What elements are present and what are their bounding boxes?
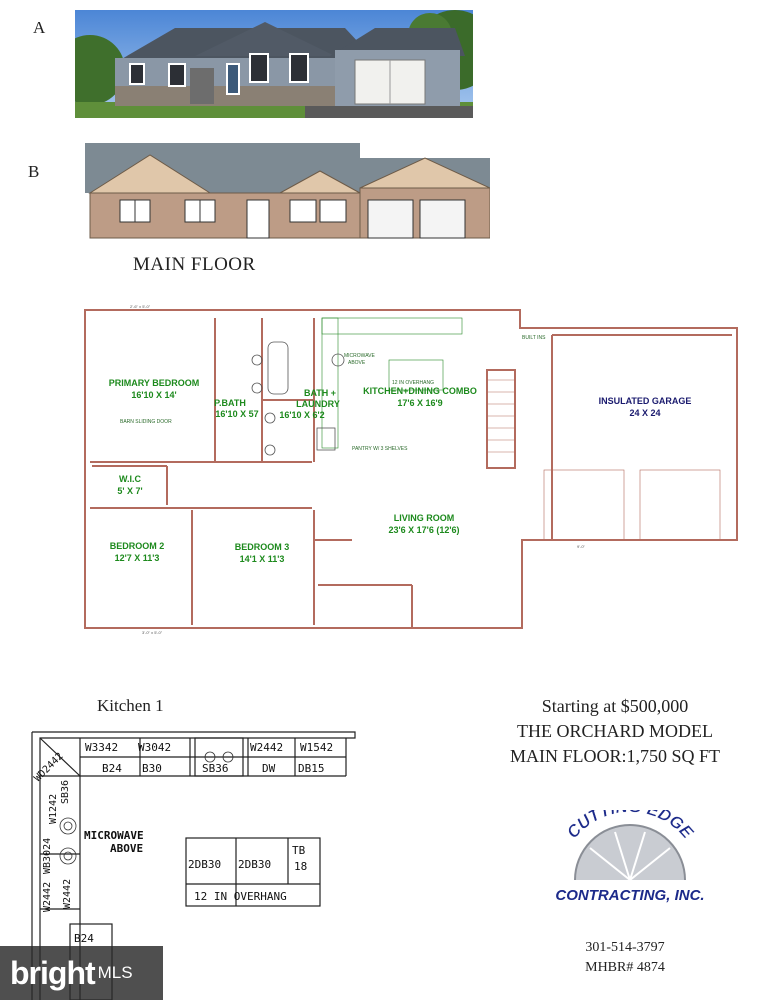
k1-upper-2: W2442	[250, 741, 283, 754]
kitchen1-title: Kitchen 1	[97, 696, 164, 715]
k1-island-1: 2DB30	[238, 858, 271, 871]
k1-overhang: 12 IN OVERHANG	[194, 890, 287, 903]
room-primary-bedroom-size: 16'10 X 14'	[131, 390, 176, 400]
room-wic: W.I.C	[119, 474, 141, 484]
k1-base-0: B24	[102, 762, 122, 775]
room-wic-size: 5' X 7'	[117, 486, 142, 496]
room-bedroom2-size: 12'7 X 11'3	[115, 553, 160, 563]
phone-number: 301-514-3797	[585, 940, 665, 955]
k1-upper-3: W1542	[300, 741, 333, 754]
front-elevation	[85, 143, 491, 243]
note-microwave: MICROWAVE	[344, 353, 375, 359]
k1-microwave: MICROWAVE	[84, 829, 144, 842]
room-garage: INSULATED GARAGE	[599, 396, 692, 406]
k1-island-0: 2DB30	[188, 858, 221, 871]
k1-above: ABOVE	[110, 842, 143, 855]
note-barn-door: BARN SLIDING DOOR	[120, 419, 172, 425]
k1-island-2: TB	[292, 844, 306, 857]
k1-bottom-tag: B24	[74, 932, 94, 945]
main-floor-title: MAIN FLOOR	[133, 254, 256, 275]
room-bedroom2: BEDROOM 2	[110, 541, 165, 551]
k1-side-1: W1242	[48, 794, 59, 824]
k1-base-4: DB15	[298, 762, 325, 775]
label-b: B	[28, 162, 40, 181]
logo-line2: CONTRACTING, INC.	[555, 887, 704, 904]
room-pbath: P.BATH	[214, 398, 246, 408]
room-living: LIVING ROOM	[394, 513, 455, 523]
floor-plan: PRIMARY BEDROOM 16'10 X 14' P.BATH 16'10…	[82, 300, 742, 640]
note-pantry: PANTRY W/ 3 SHELVES	[352, 446, 408, 452]
price-text: Starting at $500,000	[541, 696, 689, 716]
note-dims-bottom: 3'-0" x 5'-0"	[142, 630, 163, 635]
k1-side-2: WB3024	[42, 838, 53, 874]
watermark-brand: bright	[10, 954, 96, 991]
note-above: ABOVE	[348, 360, 366, 366]
kitchen1-drawing: W3342 W3042 W2442 W1542 B24 B30 SB36 DW …	[20, 724, 360, 1001]
k1-island-3: 18	[294, 860, 307, 873]
sqft-text: MAIN FLOOR:1,750 SQ FT	[509, 746, 721, 766]
company-logo: CUTTING EDGE CONTRACTING, INC.	[545, 797, 715, 920]
k1-upper-1: W3042	[138, 741, 171, 754]
k1-base-2: SB36	[202, 762, 229, 775]
house-photo	[75, 10, 473, 118]
room-bedroom3-size: 14'1 X 11'3	[240, 554, 285, 564]
room-garage-size: 24 X 24	[629, 408, 660, 418]
note-overhang: 12 IN OVERHANG	[392, 380, 434, 386]
note-dims-garage: 9'-0"	[577, 544, 586, 549]
contact-block: 301-514-3797 MHBR# 4874	[560, 938, 690, 978]
model-name: THE ORCHARD MODEL	[517, 721, 713, 741]
room-kitchen-size: 17'6 X 16'9	[397, 398, 442, 408]
room-bath-laundry-2: LAUNDRY	[296, 399, 340, 409]
watermark-mls: MLS	[97, 963, 133, 982]
room-living-size: 23'6 X 17'6 (12'6)	[389, 525, 460, 535]
bright-mls-watermark: bright MLS	[0, 946, 163, 1000]
room-pbath-size: 16'10 X 57	[215, 409, 258, 419]
room-bath-laundry-1: BATH +	[304, 388, 336, 398]
k1-upper-0: W3342	[85, 741, 118, 754]
listing-info: Starting at $500,000 THE ORCHARD MODEL M…	[470, 694, 760, 769]
k1-base-3: DW	[262, 762, 276, 775]
k1-corner: WD2442	[32, 751, 65, 784]
room-kitchen: KITCHEN+DINING COMBO	[363, 386, 477, 396]
note-built-ins: BUILT INS	[522, 335, 546, 341]
label-a: A	[33, 18, 46, 37]
k1-side-3: W2442	[42, 882, 53, 912]
license-number: MHBR# 4874	[585, 960, 665, 975]
k1-side-0: SB36	[60, 780, 71, 804]
room-bedroom3: BEDROOM 3	[235, 542, 290, 552]
room-bath-laundry-size: 16'10 X 6'2	[279, 410, 324, 420]
note-dims-top: 2'-6" x 5'-0"	[130, 304, 151, 309]
room-primary-bedroom: PRIMARY BEDROOM	[109, 378, 200, 388]
k1-base-1: B30	[142, 762, 162, 775]
k1-side-4: W2442	[62, 879, 73, 909]
